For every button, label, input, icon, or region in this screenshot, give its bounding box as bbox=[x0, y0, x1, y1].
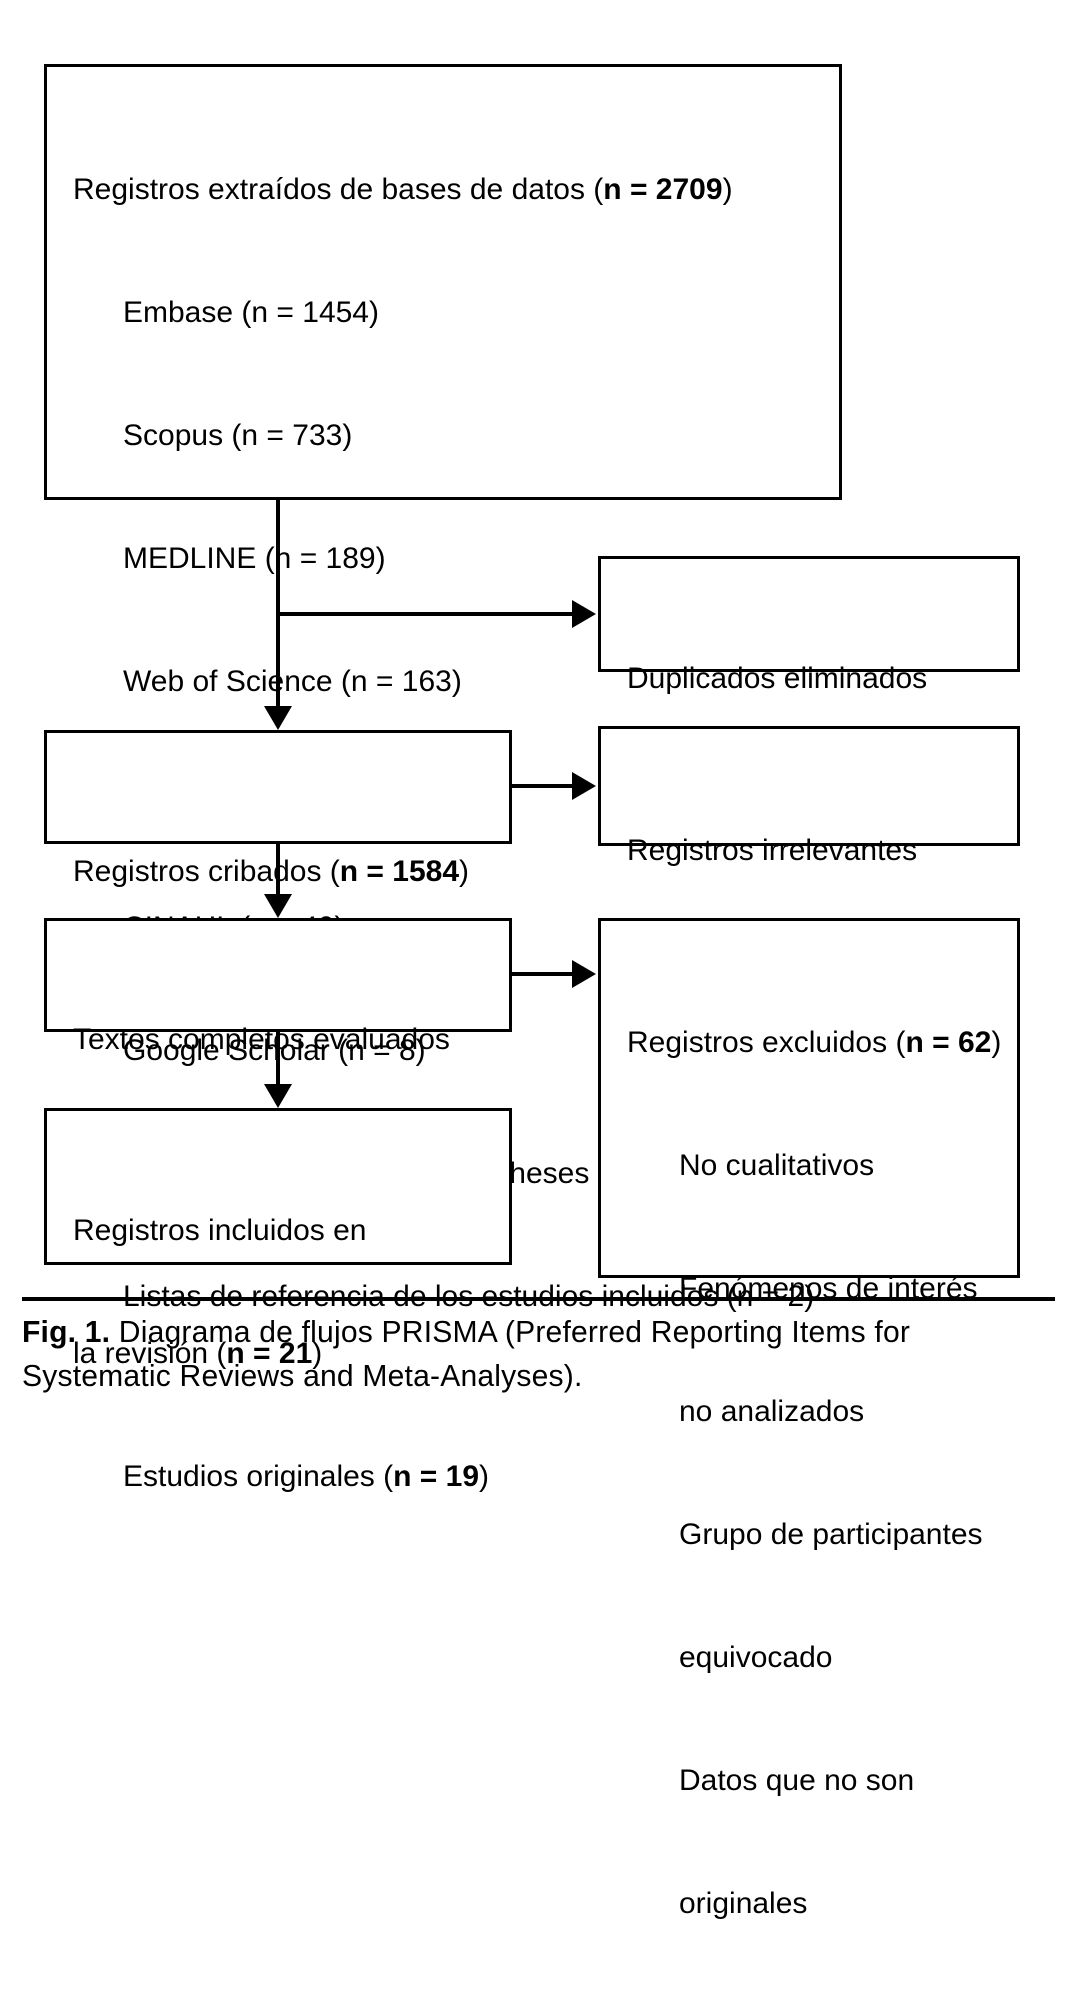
records-screened-text: Registros cribados (n = 1584) bbox=[73, 769, 499, 974]
records-included-line1: Registros incluidos en bbox=[73, 1214, 367, 1247]
records-included-box: Registros incluidos en la revisión (n = … bbox=[44, 1108, 512, 1493]
source-item-reference-lists: Listas de referencia de los estudios inc… bbox=[73, 1276, 829, 1317]
arrow-right-icon bbox=[572, 960, 596, 988]
exclusion-reason-2: Fenómenos de interés bbox=[679, 1272, 978, 1305]
connector-identified-to-screened bbox=[276, 500, 280, 718]
records-excluded-heading: Registros excluidos (n = 62) bbox=[627, 1026, 1002, 1059]
records-identified-heading: Registros extraídos de bases de datos (n… bbox=[73, 173, 733, 206]
exclusion-reason-3-cont: equivocado bbox=[679, 1641, 833, 1674]
exclusion-reason-1: No cualitativos bbox=[679, 1149, 875, 1182]
caption-divider bbox=[22, 1297, 1055, 1301]
arrow-down-icon bbox=[264, 706, 292, 730]
arrow-down-icon bbox=[264, 894, 292, 918]
source-item-scopus: Scopus (n = 733) bbox=[123, 419, 353, 452]
exclusion-reason-4: Datos que no son bbox=[679, 1764, 915, 1797]
figure-caption-body: Diagrama de flujos PRISMA (Preferred Rep… bbox=[22, 1314, 911, 1393]
exclusion-reason-3: Grupo de participantes bbox=[679, 1518, 983, 1551]
records-identified-box: Registros extraídos de bases de datos (n… bbox=[44, 64, 842, 1313]
records-included-line2: la revisión (n = 21) bbox=[73, 1337, 323, 1370]
records-included-line3: Estudios originales (n = 19) bbox=[123, 1460, 490, 1493]
records-screened-label: Registros cribados (n = 1584) bbox=[73, 855, 470, 888]
full-text-assessed-box: Textos completos evaluados en elegibilid… bbox=[44, 918, 512, 1179]
records-excluded-box: Registros excluidos (n = 62) No cualitat… bbox=[598, 918, 1020, 1920]
connector-fulltext-to-included bbox=[276, 1032, 280, 1084]
records-irrelevant-label: Registros irrelevantes bbox=[627, 834, 918, 867]
records-screened-box: Registros cribados (n = 1584) bbox=[44, 730, 512, 888]
exclusion-reason-4-cont: originales bbox=[679, 1887, 808, 1920]
prisma-flow-diagram: Registros extraídos de bases de datos (n… bbox=[22, 64, 1055, 1920]
duplicates-removed-label: Duplicados eliminados bbox=[627, 662, 928, 695]
connector-identified-to-duplicates bbox=[276, 612, 576, 616]
arrow-right-icon bbox=[572, 772, 596, 800]
arrow-right-icon bbox=[572, 600, 596, 628]
connector-screened-to-irrelevant bbox=[512, 784, 576, 788]
arrow-down-icon bbox=[264, 1084, 292, 1108]
connector-fulltext-to-excluded bbox=[512, 972, 576, 976]
records-irrelevant-box: Registros irrelevantes (n = 1501) bbox=[598, 726, 1020, 990]
figure-caption-label: Fig. 1. bbox=[22, 1314, 111, 1349]
source-item-embase: Embase (n = 1454) bbox=[123, 296, 379, 329]
duplicates-removed-box: Duplicados eliminados (n = 1125) bbox=[598, 556, 1020, 818]
connector-screened-to-fulltext bbox=[276, 844, 280, 894]
records-excluded-text: Registros excluidos (n = 62) No cualitat… bbox=[627, 940, 1007, 2006]
figure-caption: Fig. 1. Diagrama de flujos PRISMA (Prefe… bbox=[22, 1310, 1031, 1398]
full-text-assessed-line1: Textos completos evaluados bbox=[73, 1023, 450, 1056]
